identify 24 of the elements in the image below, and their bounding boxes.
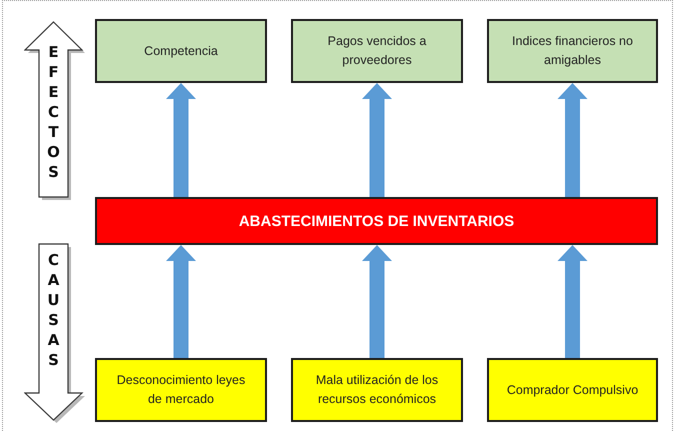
effect-box — [291, 19, 463, 83]
cause-box — [291, 358, 463, 422]
effect-box — [487, 19, 658, 83]
arrow — [558, 245, 588, 358]
up-block-arrow — [24, 20, 86, 200]
box-label: Desconocimiento leyes de mercado — [116, 372, 246, 408]
box-label: ABASTECIMIENTOS DE INVENTARIOS — [238, 212, 514, 230]
box-label: Indices financieros no amigables — [511, 33, 634, 69]
box-label: Pagos vencidos a proveedores — [326, 33, 428, 69]
vertical-label: EFECTOS — [46, 42, 61, 182]
effect-box — [95, 19, 267, 83]
arrow — [166, 245, 196, 358]
arrow — [166, 83, 196, 197]
arrow — [362, 83, 392, 197]
problem-bar — [95, 197, 658, 245]
vertical-label: CAUSAS — [46, 250, 61, 370]
cause-box — [487, 358, 658, 422]
arrow — [362, 245, 392, 358]
arrow — [558, 83, 588, 197]
box-label: Mala utilización de los recursos económicos — [314, 372, 440, 408]
down-block-arrow — [24, 242, 86, 424]
box-label: Comprador Compulsivo — [506, 382, 638, 399]
box-label: Competencia — [144, 42, 218, 60]
cause-box — [95, 358, 267, 422]
